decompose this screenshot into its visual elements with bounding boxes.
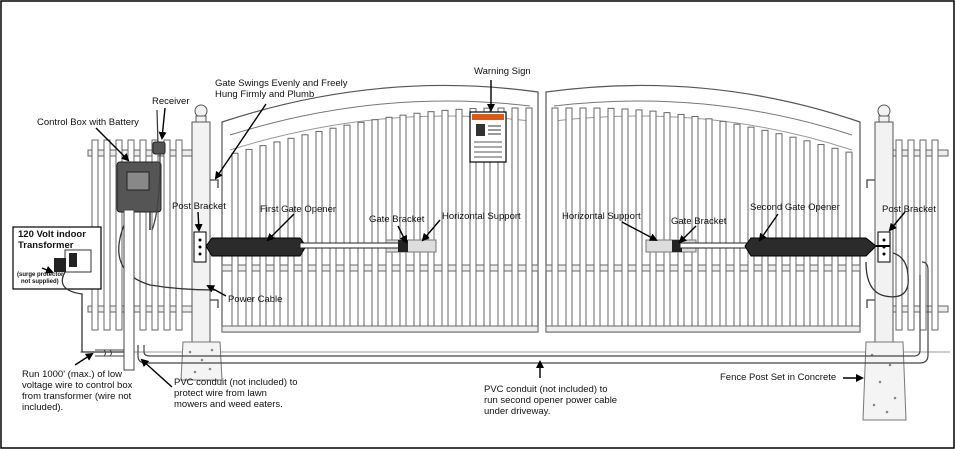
picket (103, 139, 111, 331)
picket (511, 107, 519, 327)
picket (399, 114, 407, 327)
receiver (151, 109, 166, 231)
picket (497, 107, 505, 327)
picket (907, 139, 915, 331)
picket (329, 127, 337, 327)
picket (705, 118, 713, 327)
second-gate-opener-label: Second Gate Opener (750, 202, 840, 213)
pvc-conduit (95, 209, 929, 371)
picket (747, 126, 755, 327)
post-bracket-right-label: Post Bracket (882, 204, 936, 215)
transformer-box (12, 226, 102, 290)
right-concrete-footing (862, 341, 907, 421)
picket (761, 129, 769, 327)
picket (607, 107, 615, 327)
picket (579, 107, 587, 327)
right-post (874, 104, 894, 343)
picket (163, 139, 171, 331)
picket (441, 109, 449, 327)
picket (301, 134, 309, 327)
picket (593, 107, 601, 327)
picket (831, 147, 839, 327)
picket (803, 140, 811, 327)
picket (621, 108, 629, 327)
callout-arrows (41, 80, 906, 388)
warning-sign-label: Warning Sign (474, 66, 531, 77)
picket (115, 139, 123, 331)
picket (565, 107, 573, 327)
picket (469, 108, 477, 327)
hung-firmly-label: Hung Firmly and Plumb (215, 89, 315, 100)
picket (385, 116, 393, 327)
second-gate-opener (672, 237, 890, 257)
transformer-label-line2: Transformer (18, 240, 74, 251)
picket (413, 112, 421, 327)
picket (663, 112, 671, 327)
right-fence (887, 139, 949, 331)
run-wire-label: Run 1000' (max.) of low voltage wire to … (22, 369, 133, 413)
fence-post-label: Fence Post Set in Concrete (720, 372, 837, 383)
picket (371, 119, 379, 327)
receiver-label: Receiver (152, 96, 190, 107)
gate-swings-label: Gate Swings Evenly and Freely (215, 78, 348, 89)
left-post-bracket (193, 231, 207, 263)
picket (455, 108, 463, 327)
picket (175, 139, 183, 331)
picket (931, 139, 939, 331)
picket (789, 136, 797, 327)
picket (139, 139, 147, 331)
picket (677, 113, 685, 327)
post-bracket-left-label: Post Bracket (172, 201, 226, 212)
first-gate-opener (205, 237, 408, 257)
picket (733, 123, 741, 327)
horizontal-support-left-label: Horizontal Support (442, 211, 521, 222)
right-gate-leaf (545, 84, 861, 333)
pvc-left-label: PVC conduit (not included) to protect wi… (174, 377, 298, 410)
picket (691, 116, 699, 327)
pvc-center-label: PVC conduit (not included) to run second… (484, 384, 618, 417)
picket (287, 137, 295, 327)
gate-bracket-right-label: Gate Bracket (671, 216, 727, 227)
low-voltage-wire (61, 271, 125, 353)
picket (719, 120, 727, 327)
picket (817, 144, 825, 327)
left-concrete-footing (180, 341, 223, 381)
first-gate-opener-label: First Gate Opener (260, 204, 337, 215)
gate-bracket-left-label: Gate Bracket (369, 214, 425, 225)
picket (357, 121, 365, 327)
surge-protector-label-line1: (surge protector (17, 272, 64, 278)
surge-protector-label-line2: not supplied) (21, 279, 59, 285)
left-gate-leaf (221, 84, 539, 333)
picket (343, 124, 351, 327)
horizontal-support-right-label: Horizontal Support (562, 211, 641, 222)
transformer-label-line1: 120 Volt indoor (18, 229, 86, 240)
left-post (191, 104, 211, 343)
picket (919, 139, 927, 331)
warning-sign (469, 111, 507, 163)
control-box-label: Control Box with Battery (37, 117, 139, 128)
picket (895, 139, 903, 331)
power-cable-line (118, 211, 216, 291)
picket (427, 111, 435, 327)
picket (259, 145, 267, 327)
picket (151, 139, 159, 331)
picket (635, 109, 643, 327)
gate-hinges (210, 179, 875, 308)
picket (315, 130, 323, 327)
power-cable-label: Power Cable (228, 294, 283, 305)
picket (551, 107, 559, 327)
picket (525, 107, 533, 327)
picket (649, 110, 657, 327)
picket (775, 133, 783, 327)
